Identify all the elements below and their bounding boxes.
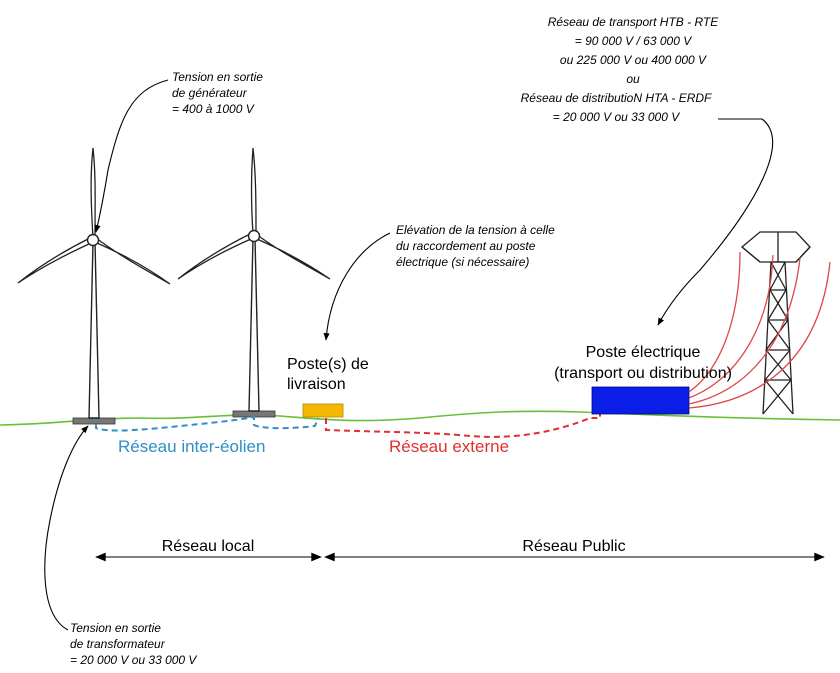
- grid-line-6: = 20 000 V ou 33 000 V: [553, 110, 680, 124]
- poste-livraison-line-1: Poste(s) de: [287, 356, 369, 373]
- grid-line-4: ou: [626, 72, 640, 86]
- grid-line-3: ou 225 000 V ou 400 000 V: [560, 53, 707, 67]
- elevation-line-2: du raccordement au poste: [396, 239, 536, 253]
- poste-electrique-line-2: (transport ou distribution): [554, 365, 732, 382]
- elevation-line-1: Elévation de la tension à celle: [396, 223, 555, 237]
- inter-eolien-label: Réseau inter-éolien: [118, 437, 265, 456]
- elevation-leader: [323, 232, 391, 341]
- grid-line-5: Réseau de distributioN HTA - ERDF: [521, 91, 712, 105]
- local-scope-label: Réseau local: [162, 538, 255, 555]
- elevation-annotation: Elévation de la tension à celle du racco…: [396, 223, 555, 269]
- poste-electrique-box: [591, 386, 690, 415]
- generator-line-2: de générateur: [172, 86, 248, 100]
- wind-turbine-1: [17, 147, 171, 425]
- poste-electrique-label: Poste électrique (transport ou distribut…: [554, 344, 732, 382]
- elevation-line-3: électrique (si nécessaire): [396, 255, 529, 269]
- transformer-leader: [44, 425, 89, 631]
- grid-leader: [657, 118, 773, 326]
- transformer-annotation: Tension en sortie de transformateur = 20…: [70, 621, 197, 667]
- generator-line-1: Tension en sortie: [172, 70, 263, 84]
- externe-label: Réseau externe: [389, 437, 509, 456]
- transformer-line-3: = 20 000 V ou 33 000 V: [70, 653, 197, 667]
- grid-line-2: = 90 000 V / 63 000 V: [575, 34, 692, 48]
- inter-eolien-cable: [95, 415, 319, 432]
- grid-annotation: Réseau de transport HTB - RTE = 90 000 V…: [521, 15, 720, 124]
- poste-livraison-box: [302, 403, 344, 418]
- generator-annotation: Tension en sortie de générateur = 400 à …: [172, 70, 263, 116]
- poste-electrique-line-1: Poste électrique: [586, 344, 701, 361]
- power-lines: [688, 251, 831, 409]
- transformer-line-2: de transformateur: [70, 637, 166, 651]
- generator-leader: [94, 79, 169, 233]
- externe-cable: [325, 411, 601, 438]
- grid-line-1: Réseau de transport HTB - RTE: [548, 15, 720, 29]
- poste-livraison-label: Poste(s) de livraison: [287, 356, 369, 393]
- wind-turbine-2: [177, 147, 331, 418]
- poste-livraison-line-2: livraison: [287, 376, 346, 393]
- transformer-line-1: Tension en sortie: [70, 621, 161, 635]
- ground-line: [0, 410, 840, 426]
- public-scope-label: Réseau Public: [522, 538, 625, 555]
- generator-line-3: = 400 à 1000 V: [172, 102, 255, 116]
